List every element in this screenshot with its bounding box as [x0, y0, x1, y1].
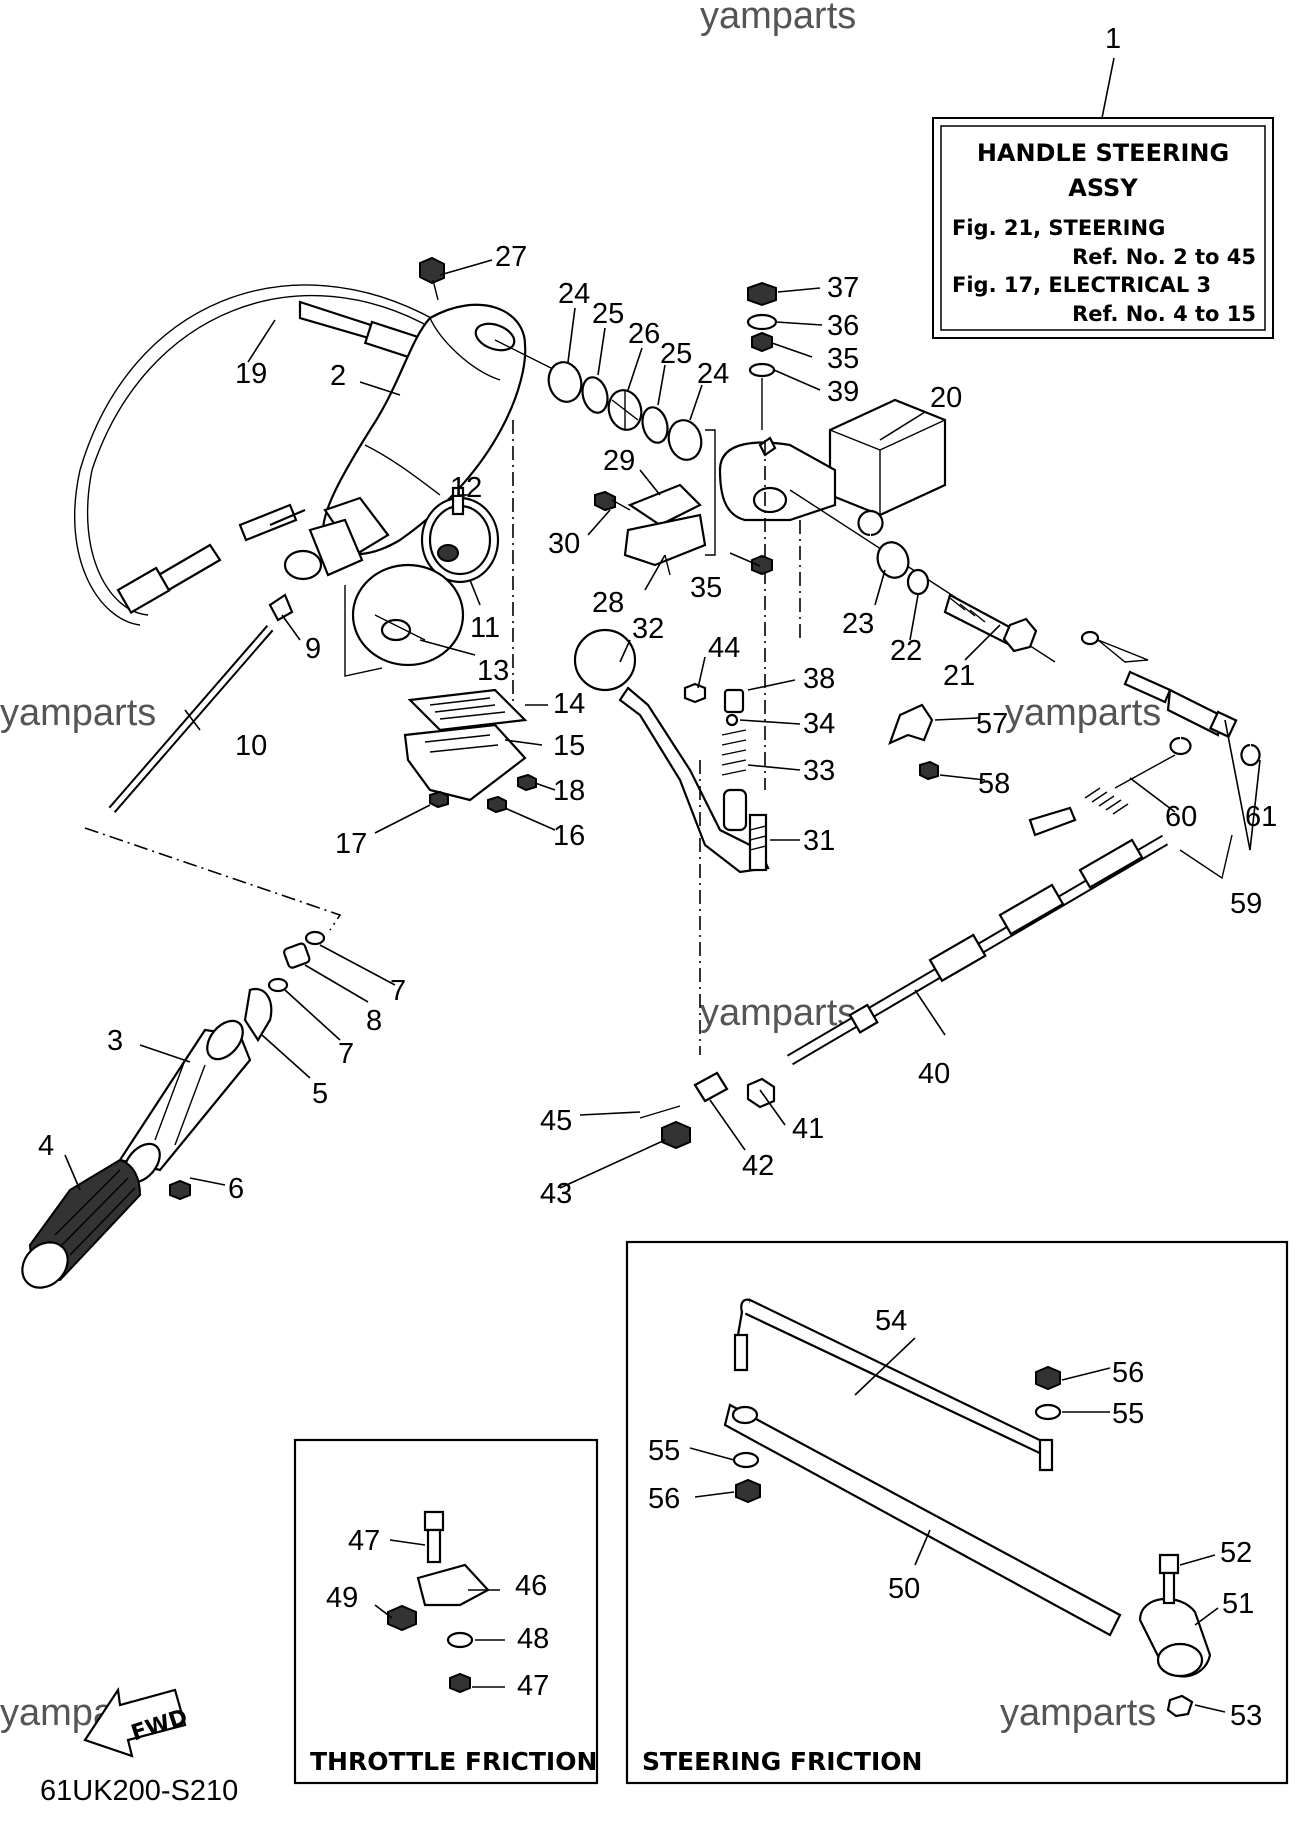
ref-37: 37	[827, 272, 859, 304]
watermark-left: yamparts	[0, 692, 156, 734]
ref-13: 13	[477, 655, 509, 687]
ref-32: 32	[632, 613, 664, 645]
ref-29: 29	[603, 445, 635, 477]
ref-48: 48	[517, 1623, 549, 1655]
ref-60: 60	[1165, 801, 1197, 833]
watermark-center: yamparts	[700, 992, 856, 1034]
ref-47b: 47	[517, 1670, 549, 1702]
ref-24b: 24	[697, 358, 729, 390]
ref-39: 39	[827, 376, 859, 408]
ref-18: 18	[553, 775, 585, 807]
leader-lines	[64, 259, 1261, 1713]
watermark-right: yamparts	[1005, 692, 1161, 734]
ref-2: 2	[330, 360, 346, 392]
watermark-bottom-right: yamparts	[1000, 1692, 1156, 1734]
ref-38: 38	[803, 663, 835, 695]
ref-43: 43	[540, 1178, 572, 1210]
throttle-friction-panel: THROTTLE FRICTION	[293, 1438, 599, 1785]
ref-5: 5	[312, 1078, 328, 1110]
steering-friction-panel: STEERING FRICTION	[625, 1240, 1289, 1785]
ref-58: 58	[978, 768, 1010, 800]
shift-lever-assembly	[573, 628, 939, 1055]
steering-friction-title: STEERING FRICTION	[642, 1747, 922, 1776]
ref-57: 57	[976, 708, 1008, 740]
ref-46: 46	[515, 1570, 547, 1602]
ref-11: 11	[470, 612, 500, 644]
box-title-line2: ASSY	[1068, 174, 1138, 202]
ref-21: 21	[943, 660, 975, 692]
ref-28: 28	[592, 587, 624, 619]
ref-35a: 35	[827, 343, 859, 375]
ref-24a: 24	[558, 278, 590, 310]
ref-15: 15	[553, 730, 585, 762]
kill-switch-harness	[1028, 630, 1261, 880]
ref-36: 36	[827, 310, 859, 342]
ref-19: 19	[235, 358, 267, 390]
ref-31: 31	[803, 825, 835, 857]
ref-49: 49	[326, 1582, 358, 1614]
diagram-code: 61UK200-S210	[40, 1775, 238, 1807]
ref-54: 54	[875, 1305, 907, 1337]
ref-61: 61	[1245, 801, 1277, 833]
ref-14: 14	[553, 688, 585, 720]
ref-7a: 7	[390, 975, 406, 1007]
ref-number-1: 1	[1105, 23, 1121, 55]
ref-56b: 56	[648, 1483, 680, 1515]
ref-6: 6	[228, 1173, 244, 1205]
ref-25b: 25	[660, 338, 692, 370]
box-ref-line1: Fig. 21, STEERING	[952, 216, 1165, 240]
ref-3: 3	[107, 1025, 123, 1057]
throttle-shift-cable	[639, 834, 1169, 1150]
steering-bracket-assembly	[718, 281, 1056, 790]
ref-55a: 55	[1112, 1398, 1144, 1430]
ref-26: 26	[628, 318, 660, 350]
ref-52: 52	[1220, 1537, 1252, 1569]
ref-17: 17	[335, 828, 367, 860]
ref-4: 4	[38, 1130, 54, 1162]
ref-56a: 56	[1112, 1357, 1144, 1389]
ref-7b: 7	[338, 1038, 354, 1070]
ref-23: 23	[842, 608, 874, 640]
ref-8: 8	[366, 1005, 382, 1037]
ref-12: 12	[450, 472, 482, 504]
ref-27: 27	[495, 241, 527, 273]
ref-30: 30	[548, 528, 580, 560]
box-title-line1: HANDLE STEERING	[977, 139, 1229, 167]
ref-40: 40	[918, 1058, 950, 1090]
ref-41: 41	[792, 1113, 824, 1145]
ref-35b: 35	[690, 572, 722, 604]
ref-44: 44	[708, 632, 740, 664]
ref-42: 42	[742, 1150, 774, 1182]
friction-washer-stack	[494, 339, 716, 576]
watermark-top: yamparts	[700, 0, 856, 37]
ref-16: 16	[553, 820, 585, 852]
ref-53: 53	[1230, 1700, 1262, 1732]
ref-59: 59	[1230, 888, 1262, 920]
ref-45: 45	[540, 1105, 572, 1137]
ref-10: 10	[235, 730, 267, 762]
box-ref-line2: Ref. No. 2 to 45	[1072, 245, 1256, 269]
ref-34: 34	[803, 708, 835, 740]
ref-20: 20	[930, 382, 962, 414]
throttle-friction-title: THROTTLE FRICTION	[310, 1747, 597, 1776]
throttle-grip-assembly	[21, 930, 326, 1289]
ref-50: 50	[888, 1573, 920, 1605]
box-ref-line3: Fig. 17, ELECTRICAL 3	[952, 273, 1211, 297]
ref-51: 51	[1222, 1588, 1254, 1620]
ref-9: 9	[305, 633, 321, 665]
steering-handle-assembly	[74, 256, 537, 931]
ref-22: 22	[890, 635, 922, 667]
ref-55b: 55	[648, 1435, 680, 1467]
ref-33: 33	[803, 755, 835, 787]
ref-25a: 25	[592, 298, 624, 330]
ref-47a: 47	[348, 1525, 380, 1557]
reference-numbers: 27 19 2 24 25 26 25 24 29 30 28 35 37 36…	[38, 241, 1277, 1732]
box-ref-line4: Ref. No. 4 to 15	[1072, 302, 1256, 326]
assembly-reference-box: 1 HANDLE STEERING ASSY Fig. 21, STEERING…	[932, 23, 1274, 339]
